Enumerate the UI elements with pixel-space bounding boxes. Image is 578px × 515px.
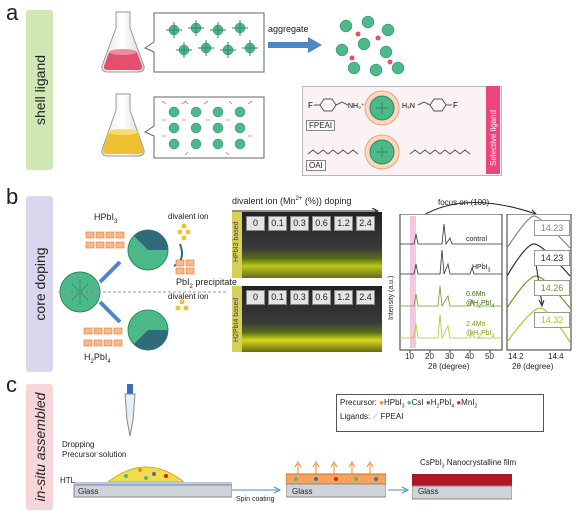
xrd-tick-2: 30	[445, 352, 454, 361]
xrd-tick-3: 40	[465, 352, 474, 361]
svg-text:NH₃⁺: NH₃⁺	[348, 103, 365, 110]
mni2-dot-icon: ●	[456, 398, 462, 407]
legend-hpbi3: HPbI	[383, 398, 402, 407]
xrd-chart	[399, 214, 503, 353]
svg-text:F: F	[308, 101, 313, 110]
peak-value-0: 14.23	[534, 220, 570, 236]
panel-a-letter: a	[6, 0, 19, 25]
photo-h2pbi4-side	[232, 286, 242, 352]
h2pbi4-dose-3: 0.6	[312, 290, 331, 305]
h2pbi4-dose-4: 1.2	[334, 290, 353, 305]
hpbi3-dose-4: 1.2	[334, 216, 353, 231]
pbi2-label: PbI2 precipitate	[176, 277, 237, 290]
panel-a-sidebar: shell ligand	[26, 10, 53, 170]
legend-box	[336, 394, 544, 432]
core-doping-schematic	[58, 223, 226, 351]
legend-fpeai: FPEAI	[380, 412, 404, 421]
peak-value-1: 14.23	[534, 250, 570, 266]
legend-row-precursor: Precursor: ●HPbI3 ●CsI ●H2PbI4 ●MnI2	[340, 398, 478, 410]
h2pbi4-label: H2PbI4	[84, 352, 111, 365]
film-label: CsPbI3 Nanocrystalline film	[420, 458, 517, 470]
fpeai-label: FPEAI	[306, 120, 336, 131]
svg-text:F: F	[453, 101, 458, 110]
aggregate-label: aggregate	[268, 24, 309, 34]
panel-b-sidebar: core doping	[26, 196, 53, 372]
flask-pink-icon	[101, 11, 145, 73]
legend-row-ligands: Ligands: ⟋ FPEAI	[340, 412, 403, 422]
selective-ligand-tab: Selective ligand	[486, 86, 500, 174]
htl-label-1: HTL	[60, 476, 76, 485]
precursor-solution-label: Precursor solution	[62, 450, 127, 459]
callout-top	[144, 12, 265, 73]
pipette-icon	[124, 384, 136, 437]
xrd-ylabel: Intensity (a.u.)	[388, 275, 395, 320]
panel-c-side-label: in-situ assembled	[31, 392, 48, 502]
hpbi3-dose-3: 0.6	[312, 216, 331, 231]
hpbi3-dose-0: 0	[246, 216, 265, 231]
xrd-tick-1: 20	[425, 352, 434, 361]
glass-label-2: Glass	[292, 487, 313, 496]
trace-control: control	[466, 236, 488, 243]
aggregate-arrow-icon	[268, 37, 322, 53]
h2pbi4-dose-2: 0.3	[290, 290, 309, 305]
panel-a-side-label: shell ligand	[31, 54, 48, 126]
callout-bottom	[144, 96, 265, 159]
oai-molecule	[307, 134, 471, 170]
legend-mni2: MnI	[461, 398, 475, 407]
selective-ligand-label: Selective ligand	[489, 109, 498, 166]
trace-06mn: 0.6Mn@H2PbI4	[466, 291, 495, 310]
spin-arrow	[232, 486, 282, 494]
csi-dot-icon: ●	[406, 398, 412, 407]
glass-label-3: Glass	[418, 487, 439, 496]
legend-precursor: Precursor:	[340, 398, 377, 407]
panel-c-sidebar: in-situ assembled	[26, 384, 53, 510]
substrate-film	[412, 474, 512, 500]
panel-c-letter: c	[6, 372, 17, 397]
trace-hpbi3: HPbI3	[472, 264, 491, 274]
panel-b-side-label: core doping	[31, 247, 48, 321]
ligand-icon: ⟋	[372, 412, 379, 421]
peak-value-2: 14.26	[534, 280, 570, 296]
hpbi3-dose-5: 2.4	[356, 216, 375, 231]
aggregated-cluster	[335, 15, 405, 77]
doping-title: divalent ion (Mn2+ (%)) doping	[232, 196, 352, 206]
flask-yellow-icon	[101, 93, 145, 157]
spin-coating-label: Spin coating	[236, 496, 275, 503]
xrd-xlabel: 2θ (degree)	[428, 362, 470, 371]
divalent-ion-bottom: divalent ion	[168, 292, 209, 301]
divalent-ion-top: divalent ion	[168, 212, 209, 221]
hpbi3-label: HPbI3	[94, 212, 118, 225]
photo-hpbi3-label: HPbI3 based	[233, 221, 240, 262]
h2pbi4-dose-1: 0.1	[268, 290, 287, 305]
hpbi3-dose-2: 0.3	[290, 216, 309, 231]
zoom-xlabel: 2θ (degree)	[512, 362, 554, 371]
trace-24mn: 2.4Mn@H2PbI4	[466, 321, 495, 340]
xrd-tick-4: 50	[485, 352, 494, 361]
zoom-tick-1: 14.4	[548, 352, 564, 361]
h2pbi4-dose-0: 0	[246, 290, 265, 305]
panel-b-letter: b	[6, 184, 19, 209]
glass-label-1: Glass	[78, 487, 99, 496]
svg-text:H₃N: H₃N	[402, 103, 415, 110]
substrate-spin	[286, 461, 386, 498]
fpeai-molecule: F NH₃⁺ H₃N F	[308, 90, 458, 126]
substrate-dropping	[73, 466, 232, 498]
film-arrow	[388, 486, 410, 494]
hpbi3-dose-1: 0.1	[268, 216, 287, 231]
selective-ligand-box	[302, 86, 502, 176]
photo-hpbi3-side	[232, 212, 242, 278]
h2pbi4-dot-icon: ●	[425, 398, 431, 407]
xrd-tick-0: 10	[405, 352, 414, 361]
dropping-label: Dropping	[62, 440, 95, 449]
legend-h2pbi4: H	[430, 398, 437, 407]
h2pbi4-dose-5: 2.4	[356, 290, 375, 305]
legend-csi: CsI	[411, 398, 424, 407]
peak-value-3: 14.32	[534, 312, 570, 328]
zoom-tick-0: 14.2	[508, 352, 524, 361]
hpbi3-dot-icon: ●	[379, 398, 384, 407]
photo-h2pbi4-label: H2PbI4 based	[233, 297, 240, 342]
oai-label: OAI	[306, 160, 326, 171]
legend-ligands: Ligands:	[340, 412, 371, 421]
